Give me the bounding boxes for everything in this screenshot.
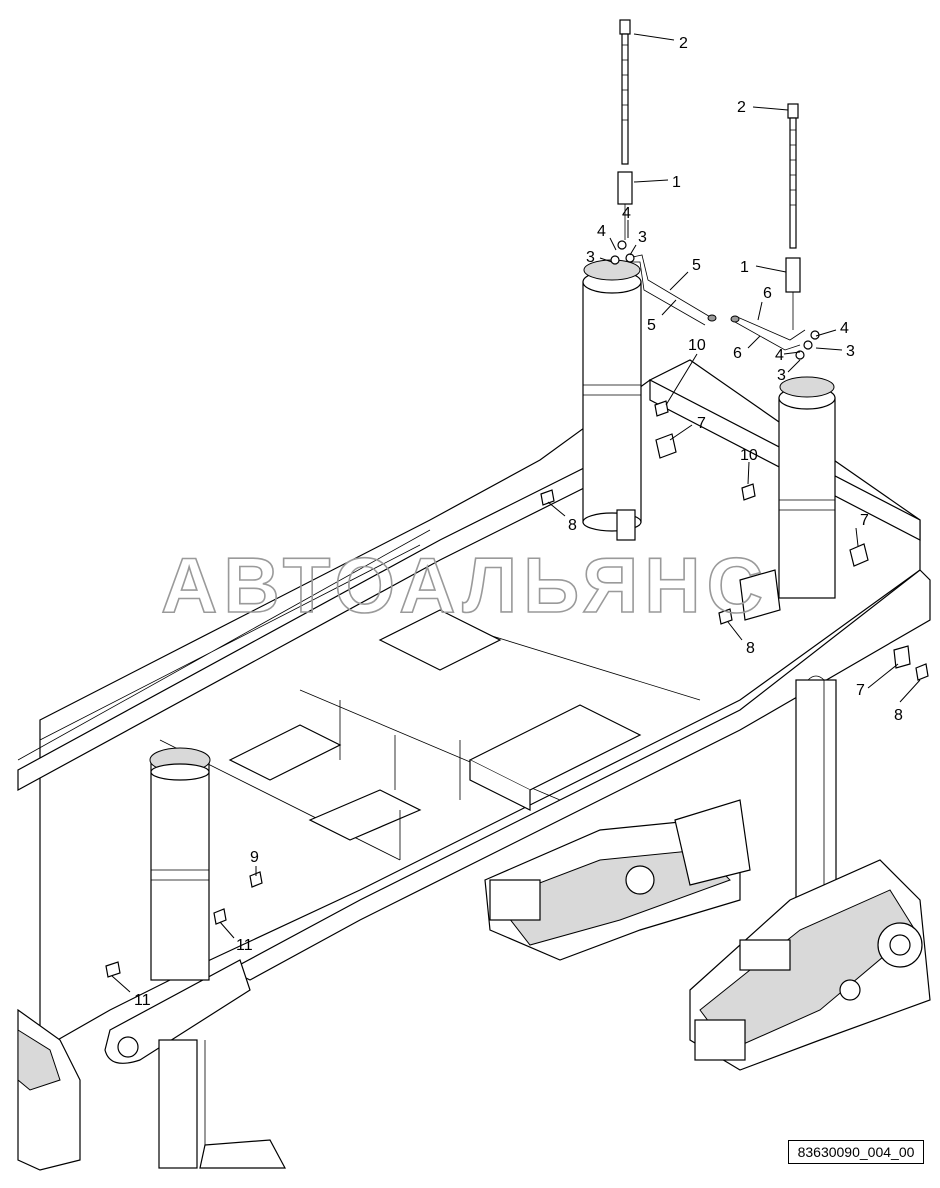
- hose-assembly-left: [627, 254, 717, 326]
- callout-leaders: [111, 33, 921, 993]
- watermark-text: АВТОАЛЬЯНС: [161, 541, 769, 629]
- callout-label: 10: [688, 337, 706, 354]
- cylinder-lower-left: [149, 747, 211, 1169]
- callout-label: 8: [894, 707, 903, 724]
- callout-label: 10: [740, 447, 758, 464]
- callout-label: 4: [622, 205, 631, 222]
- callout-label: 11: [236, 937, 253, 954]
- callout-label: 1: [672, 174, 681, 191]
- rod-right: [785, 103, 801, 330]
- callout-label: 5: [647, 317, 656, 334]
- callout-label: 7: [860, 512, 869, 529]
- fittings: [105, 240, 929, 978]
- callout-label: 4: [597, 223, 606, 240]
- callout-label: 4: [775, 347, 784, 364]
- callout-label: 3: [777, 367, 786, 384]
- callout-label: 2: [737, 99, 746, 116]
- callout-label: 6: [763, 285, 772, 302]
- rod-left: [617, 19, 633, 240]
- callout-label: 3: [846, 343, 855, 360]
- callout-label: 7: [856, 682, 865, 699]
- column-right-lower: [795, 675, 837, 911]
- callout-label: 9: [250, 849, 259, 866]
- track-unit-left-partial: [17, 1008, 287, 1171]
- callout-labels: 2 1 4 4 3 3 5 5 2 1 6 6 4 4 3 3 10 7 10 …: [134, 35, 903, 1009]
- cylinder-upper-left: [582, 259, 642, 541]
- cylinder-upper-right: [739, 376, 836, 621]
- callout-label: 5: [692, 257, 701, 274]
- callout-label: 2: [679, 35, 688, 52]
- callout-label: 3: [586, 249, 595, 266]
- track-unit-center: [484, 799, 751, 961]
- callout-label: 4: [840, 320, 849, 337]
- hose-assembly-right: [730, 315, 806, 351]
- track-unit-right: [689, 859, 931, 1071]
- callout-label: 8: [568, 517, 577, 534]
- drawing-number: 83630090_004_00: [788, 1140, 924, 1164]
- callout-label: 7: [697, 415, 706, 432]
- callout-label: 8: [746, 640, 755, 657]
- callout-label: 1: [740, 259, 749, 276]
- callout-label: 3: [638, 229, 647, 246]
- callout-label: 6: [733, 345, 742, 362]
- callout-label: 11: [134, 992, 151, 1009]
